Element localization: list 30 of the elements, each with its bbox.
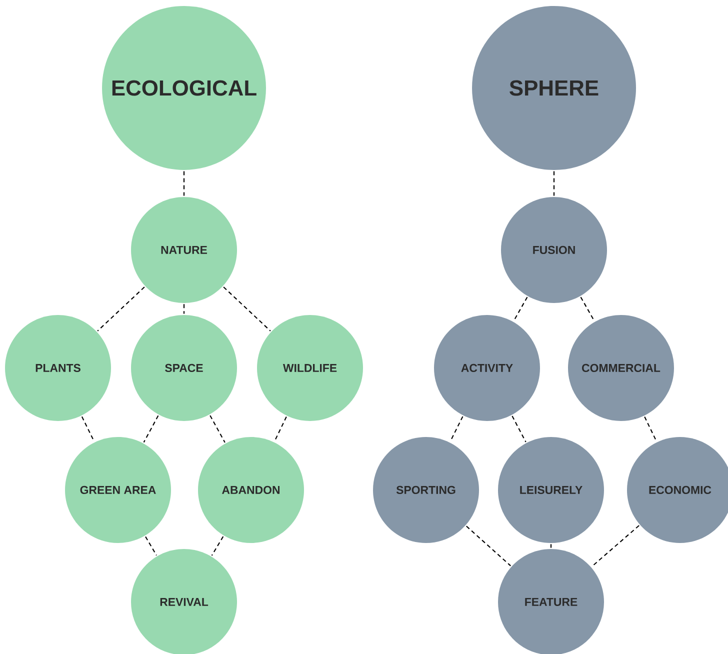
circle-node: PLANTS [5, 314, 111, 421]
circle-node: FUSION [501, 196, 607, 303]
connector-line [143, 415, 159, 443]
connector-line [644, 416, 657, 442]
circle-node: WILDLIFE [257, 314, 363, 421]
connector-line [550, 544, 552, 548]
connector-line [450, 416, 464, 442]
connector-line [145, 536, 157, 556]
connector-line [466, 526, 511, 566]
connector-line [580, 296, 595, 322]
connector-line [210, 415, 226, 443]
circle-node: ABANDON [198, 436, 304, 543]
connector-line [274, 416, 287, 442]
connector-line [223, 286, 271, 332]
connector-line [512, 416, 526, 442]
connector-line [81, 416, 95, 442]
circle-node: COMMERCIAL [568, 314, 674, 421]
circle-node: GREEN AREA [65, 436, 171, 543]
connector-line [513, 296, 528, 322]
circle-node: LEISURELY [498, 436, 604, 543]
connector-line [97, 286, 145, 332]
circle-node: NATURE [131, 196, 237, 303]
connector-line [553, 171, 555, 196]
connector-line [183, 171, 185, 196]
circle-node: ACTIVITY [434, 314, 540, 421]
circle-node: SPORTING [373, 436, 479, 543]
connector-line [183, 304, 185, 314]
circle-node: SPACE [131, 314, 237, 421]
connector-line [592, 525, 640, 567]
connector-line [211, 536, 224, 556]
